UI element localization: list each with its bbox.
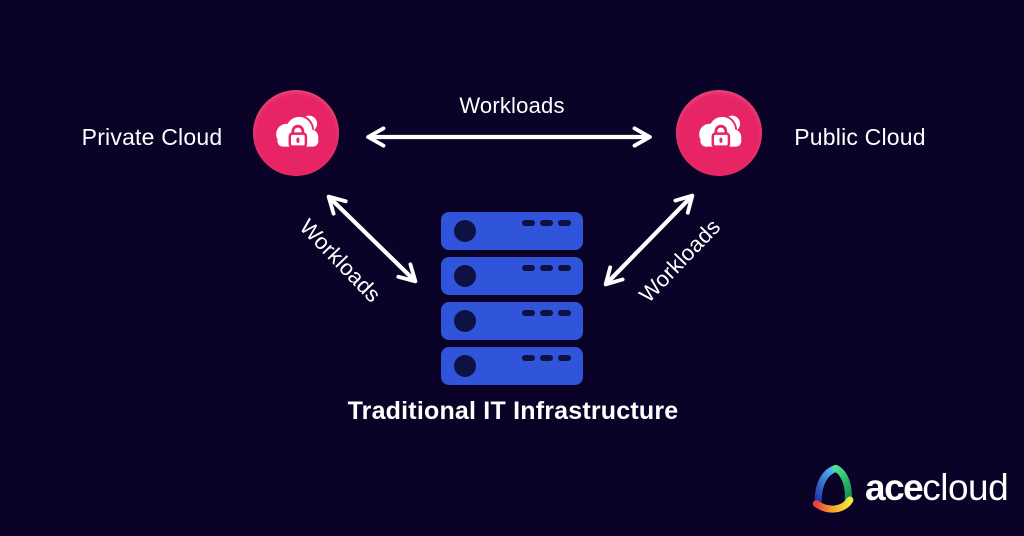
cloud-lock-icon [699, 115, 742, 148]
acecloud-logo: acecloud [806, 458, 1009, 516]
server-vents-icon [522, 265, 571, 271]
logo-text-cloud: cloud [922, 466, 1009, 508]
logo-text-ace: ace [865, 466, 924, 508]
public-cloud-node [676, 90, 762, 176]
acecloud-logo-text: acecloud [865, 466, 1009, 508]
infrastructure-title: Traditional IT Infrastructure [347, 397, 679, 425]
public-cloud-label: Public Cloud [794, 124, 926, 150]
server-vents-icon [522, 355, 571, 361]
private-cloud-label: Private Cloud [81, 124, 223, 150]
server-stack [441, 212, 583, 385]
server-vents-icon [522, 220, 571, 226]
server-power-dot [454, 355, 476, 377]
server-unit [441, 212, 583, 250]
server-unit [441, 257, 583, 295]
server-power-dot [454, 265, 476, 287]
workloads-right-label: Workloads [634, 214, 726, 308]
acecloud-logo-mark [812, 464, 854, 513]
workloads-top-label: Workloads [459, 93, 565, 118]
server-unit [441, 347, 583, 385]
server-unit [441, 302, 583, 340]
private-cloud-node [253, 90, 339, 176]
server-power-dot [454, 310, 476, 332]
workloads-left-label: Workloads [294, 214, 386, 308]
server-power-dot [454, 220, 476, 242]
cloud-lock-icon [276, 115, 319, 148]
server-vents-icon [522, 310, 571, 316]
